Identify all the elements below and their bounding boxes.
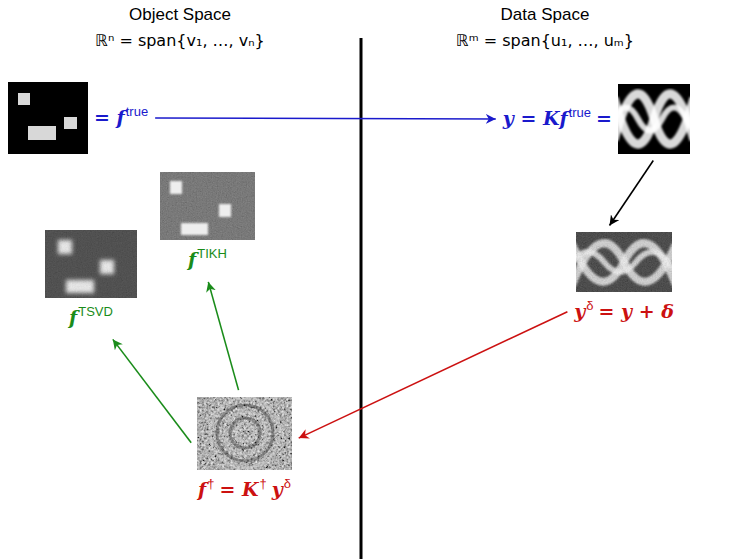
image-ground <box>8 82 88 154</box>
image-slot <box>45 230 137 298</box>
object-square <box>219 204 231 217</box>
flow-arrow <box>155 117 496 120</box>
sinogram-bands <box>618 94 690 144</box>
flow-arrow <box>610 160 654 225</box>
image-ground <box>576 232 672 292</box>
math-superscript: δ <box>586 293 593 319</box>
math-symbol: = f <box>94 104 125 130</box>
image-slot <box>618 84 690 154</box>
space-formula: ℝⁿ = span{v₁, …, vₙ} <box>95 30 265 52</box>
sinogram-band <box>618 94 690 144</box>
image-node: yδ= y + δ <box>570 228 678 331</box>
noise-overlay <box>45 230 137 298</box>
noise-overlay <box>197 397 292 470</box>
math-symbol: = K <box>219 476 258 502</box>
math-label: fTSVD <box>69 304 113 333</box>
math-symbol: f <box>198 476 206 502</box>
image-node: fTSVD <box>41 226 141 337</box>
flow-arrow <box>299 312 568 438</box>
restored-objects <box>170 181 231 235</box>
image-slot <box>197 397 292 470</box>
math-symbol: f <box>188 246 196 272</box>
math-label: y = Kftrue= <box>503 105 612 134</box>
image-ground <box>45 230 137 298</box>
tikhonov-image <box>160 172 255 240</box>
image-slot <box>160 172 255 240</box>
ring <box>230 418 260 448</box>
sinogram-band <box>618 94 690 144</box>
ring <box>210 398 280 468</box>
object-square <box>170 181 182 194</box>
object-bar <box>181 223 208 235</box>
sinogram-band <box>618 108 690 131</box>
flow-arrow <box>113 339 191 442</box>
true-object-image <box>8 82 88 154</box>
math-symbol: y <box>574 298 585 324</box>
space-heading: Object Space <box>129 4 231 26</box>
noise-overlay <box>160 172 255 240</box>
math-label: f†= K†yδ <box>198 476 291 505</box>
naive-inverse-image <box>197 397 292 470</box>
sinogram-image <box>618 84 690 154</box>
ring <box>224 412 266 454</box>
math-symbol: = <box>596 105 612 131</box>
math-symbol: f <box>69 304 77 330</box>
math-symbol: y <box>272 476 283 502</box>
object-square <box>64 117 77 129</box>
space-divider <box>360 38 363 559</box>
noisy-sinogram-image <box>576 232 672 292</box>
noise-overlay <box>576 232 672 292</box>
math-symbol: y = Kf <box>503 105 568 131</box>
tsvd-image <box>45 230 137 298</box>
math-symbol: = y + δ <box>598 298 673 324</box>
math-superscript: † <box>259 471 266 497</box>
image-slot <box>8 82 88 154</box>
math-superscript: δ <box>284 471 291 497</box>
ringing-pattern <box>210 398 280 468</box>
image-node: fTIKH <box>156 168 259 279</box>
math-label: fTIKH <box>188 246 227 275</box>
math-superscript: true <box>569 100 591 126</box>
space-heading: Data Space <box>501 4 590 26</box>
math-superscript: true <box>126 99 148 125</box>
image-node: f†= K†yδ <box>193 393 296 509</box>
math-label: yδ= y + δ <box>574 298 674 327</box>
math-superscript: TSVD <box>78 299 113 325</box>
math-superscript: † <box>207 471 214 497</box>
object-square <box>18 93 30 105</box>
image-slot <box>576 232 672 292</box>
ring <box>236 424 254 442</box>
flow-arrow <box>208 282 238 390</box>
image-ground <box>160 172 255 240</box>
image-node: = ftrue <box>4 78 152 158</box>
ring <box>217 405 273 461</box>
math-superscript: TIKH <box>197 241 227 267</box>
image-ground <box>197 397 292 470</box>
object-bar <box>28 126 56 140</box>
image-node: y = Kftrue= <box>499 80 694 158</box>
math-label: = ftrue <box>94 104 148 133</box>
space-formula: ℝᵐ = span{u₁, …, uₘ} <box>456 30 634 52</box>
